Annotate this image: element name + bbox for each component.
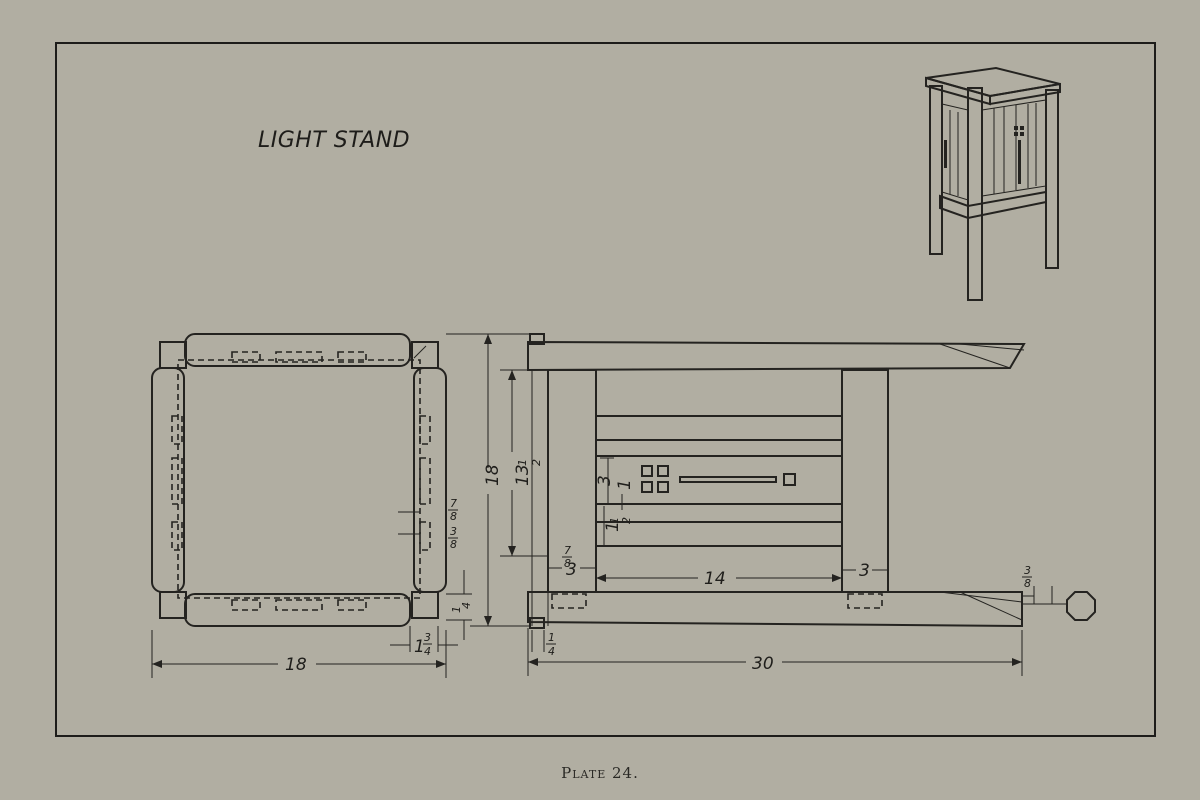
plan-leg-den: 4 (424, 645, 431, 658)
elevation-tenon (847, 593, 883, 609)
plan-slot-a-num: 7 (450, 497, 457, 510)
elevation-top-slab (527, 340, 1026, 372)
plate-frame (55, 42, 1156, 737)
elevation-bottom-cap (529, 617, 545, 629)
elevation-rail-dim: 1 (615, 479, 635, 490)
drawing-title: LIGHT STAND (258, 128, 411, 153)
elevation-tenon-num: 3 (1024, 564, 1031, 577)
plan-slot (275, 599, 323, 611)
plan-slot (419, 415, 431, 445)
plan-view: 18 1 3 4 1 4 7 8 3 8 (151, 333, 473, 678)
plan-corner-post-tl (159, 341, 187, 369)
plan-corner-post-bl (159, 591, 187, 619)
plan-depth-den: 4 (460, 602, 473, 609)
elevation-top-cap (529, 333, 545, 345)
plan-leg-num: 3 (424, 631, 431, 644)
perspective-illustration (925, 66, 1061, 301)
elevation-inlay-square (657, 481, 669, 493)
plan-slot (171, 521, 183, 551)
elevation-inlay-bar (679, 476, 777, 483)
elevation-tenon (551, 593, 587, 609)
elevation-rail-sub-den: 2 (620, 517, 633, 524)
elevation-panel-width-dim: 14 (704, 569, 726, 589)
plan-corner-post-tr (411, 341, 439, 369)
elevation-height-dim: 18 (483, 464, 503, 486)
plan-corner-mark (413, 345, 427, 359)
elevation-slat-gap-dim: 3 (595, 475, 615, 486)
plan-hidden-outline (177, 359, 421, 599)
plan-slot (231, 351, 261, 363)
plan-slot-b-den: 8 (450, 538, 457, 551)
elevation-inlay-square (783, 473, 796, 486)
elevation-left-leg (547, 369, 597, 593)
plan-depth-num: 1 (450, 606, 463, 613)
plan-slot (337, 599, 367, 611)
plan-slot-b-num: 3 (450, 525, 457, 538)
plan-corner-post-br (411, 591, 439, 619)
elevation-end-octagon (1066, 591, 1096, 621)
plan-slot (419, 521, 431, 551)
elevation-inner-height-num: 1 (516, 459, 529, 466)
elevation-length-dim: 30 (752, 654, 774, 674)
elevation-rail-sub-whole: 1 (603, 521, 623, 532)
elevation-inlay-square (641, 465, 653, 477)
elevation-base (527, 591, 1023, 628)
elevation-tenon-den: 8 (1024, 577, 1031, 590)
plan-slot (419, 457, 431, 505)
elevation-right-leg (841, 369, 889, 593)
plan-slot (171, 457, 183, 505)
plate-caption: Plate 24. (561, 764, 639, 782)
plan-slot (337, 351, 367, 363)
elevation-inlay-square (657, 465, 669, 477)
plan-leg-whole: 1 (414, 637, 425, 657)
elevation-bottom-num: 1 (548, 631, 555, 644)
elevation-inlay-square (641, 481, 653, 493)
elevation-view: 18 13 1 2 14 3 7 8 3 30 (446, 333, 1096, 676)
elevation-left-leg-dim: 3 (566, 560, 577, 580)
elevation-inner-height-whole: 13 (513, 464, 533, 486)
plan-left-rail (151, 367, 185, 593)
elevation-offset-den: 8 (564, 557, 571, 570)
elevation-inner-height-den: 2 (530, 459, 543, 466)
elevation-bottom-den: 4 (548, 645, 555, 658)
plan-slot (231, 599, 261, 611)
plan-slot (275, 351, 323, 363)
elevation-right-leg-dim: 3 (859, 561, 870, 581)
plan-slot-a-den: 8 (450, 510, 457, 523)
elevation-rail-sub-num: 1 (608, 517, 621, 524)
plan-width-dim: 18 (285, 655, 307, 675)
elevation-offset-num: 7 (564, 544, 571, 557)
plan-slot (171, 415, 183, 445)
